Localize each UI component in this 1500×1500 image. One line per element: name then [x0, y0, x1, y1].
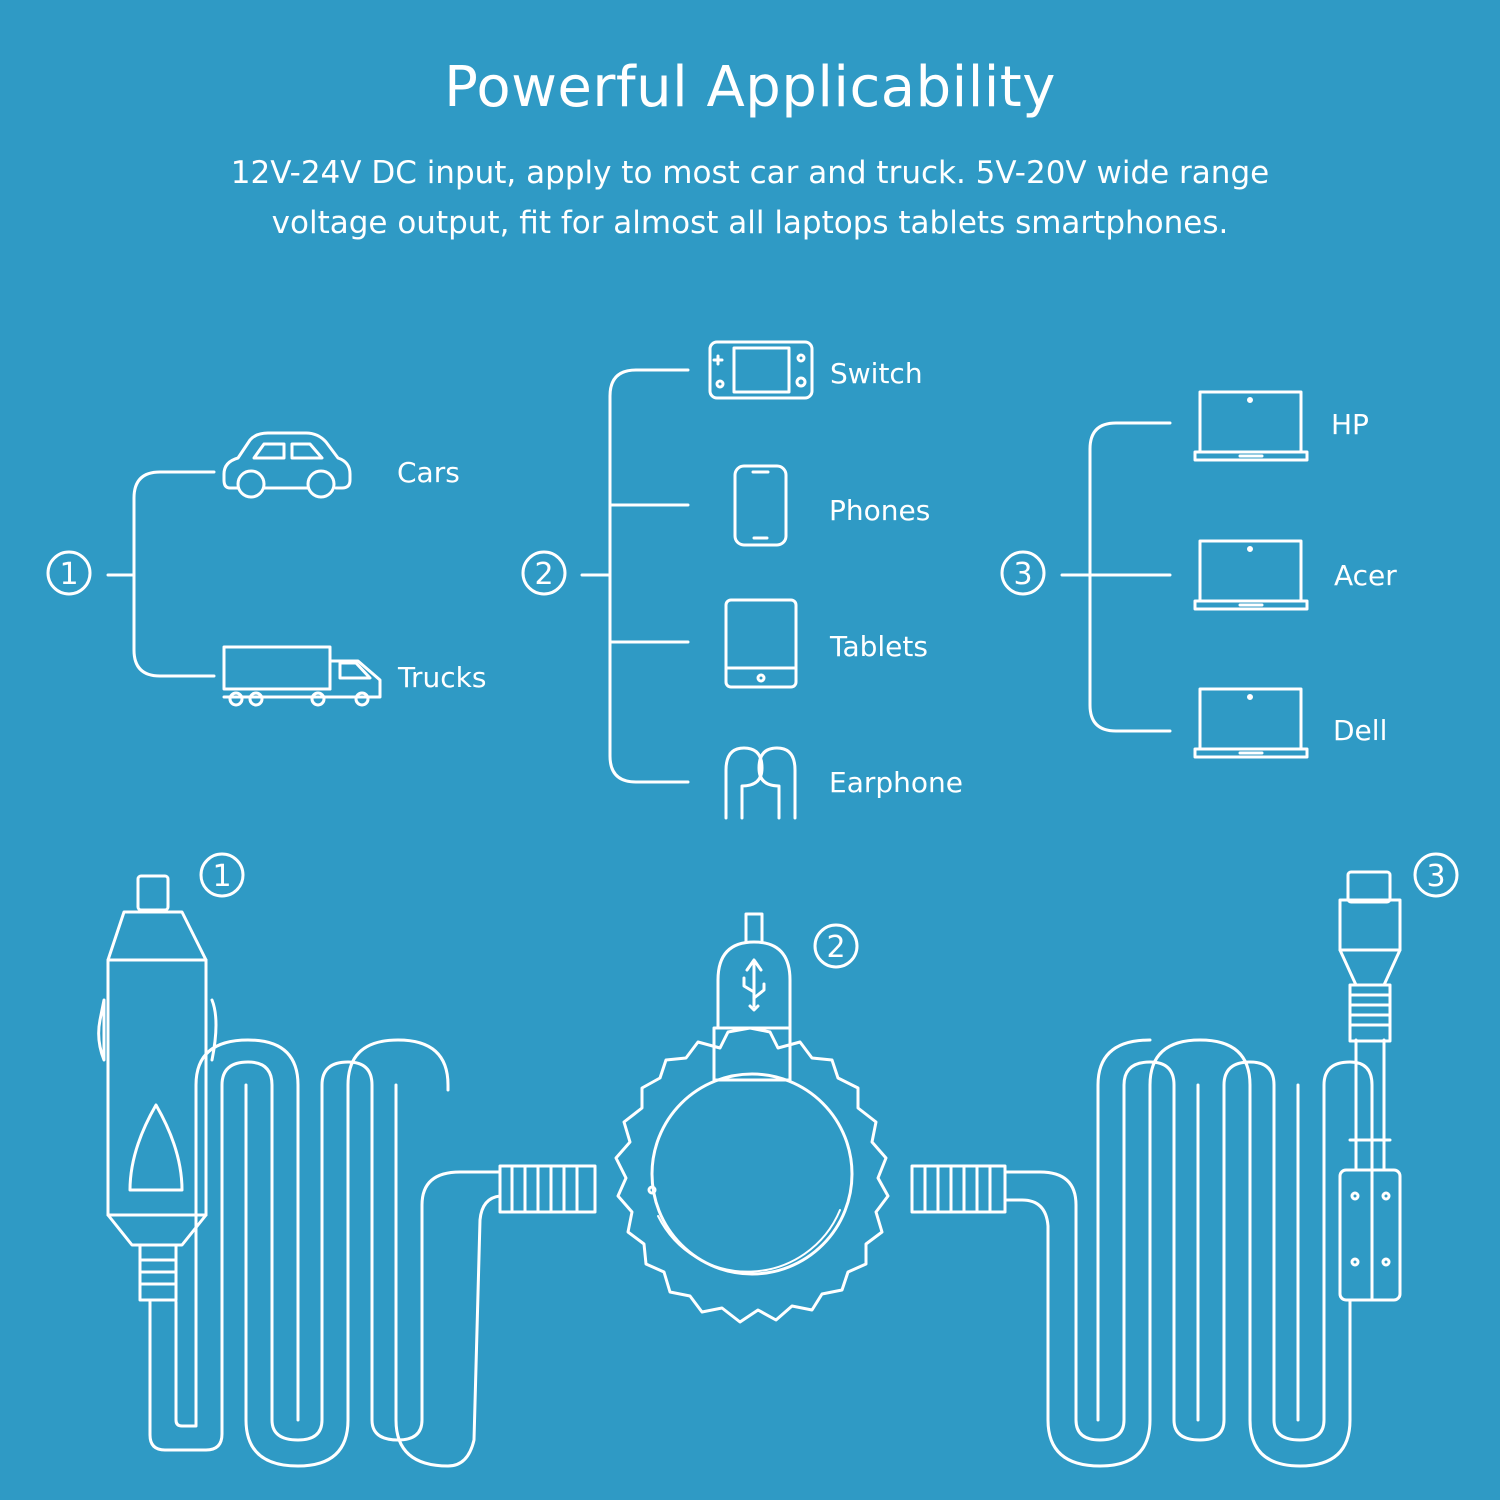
svg-text:1: 1	[59, 557, 78, 592]
dc-plug-icon	[1338, 870, 1402, 1302]
strain-relief-right	[910, 1164, 1007, 1214]
coiled-cable-right	[1003, 1060, 1374, 1442]
item-label-cars: Cars	[397, 456, 460, 489]
cigarette-lighter-plug-icon	[97, 874, 218, 1302]
item-label-acer: Acer	[1334, 559, 1397, 592]
game-console-icon	[708, 340, 814, 400]
svg-text:3: 3	[1013, 557, 1032, 592]
strain-relief-left	[498, 1164, 597, 1214]
car-icon	[222, 431, 352, 499]
svg-text:3: 3	[1426, 859, 1445, 894]
item-label-trucks: Trucks	[397, 661, 486, 694]
item-label-phones: Phones	[829, 494, 930, 527]
group-3-tree: 3 HP Acer	[1000, 390, 1397, 759]
subtitle-line-2: voltage output, fit for almost all lapto…	[271, 205, 1229, 241]
laptop-icon	[1193, 687, 1309, 759]
phone-icon	[733, 464, 788, 547]
truck-icon	[222, 645, 382, 707]
item-label-hp: HP	[1331, 408, 1369, 441]
tablet-icon	[724, 598, 798, 689]
item-label-switch: Switch	[830, 357, 923, 390]
coiled-cable-left	[148, 1060, 502, 1452]
marker-1-top: 1	[46, 550, 92, 596]
svg-text:2: 2	[534, 557, 553, 592]
marker-2-top: 2	[521, 550, 567, 596]
svg-text:2: 2	[826, 930, 845, 965]
laptop-icon	[1193, 390, 1309, 462]
marker-1-bottom: 1	[199, 852, 245, 898]
svg-text:1: 1	[212, 859, 231, 894]
marker-3-top: 3	[1000, 550, 1046, 596]
usb-port-icon	[716, 912, 792, 1030]
bracket-line	[132, 470, 216, 678]
earbuds-icon	[724, 746, 797, 820]
group-2-tree: 2 Switch Phones	[521, 340, 963, 820]
bracket-line	[608, 368, 690, 784]
item-label-tablets: Tablets	[829, 630, 928, 663]
marker-2-bottom: 2	[813, 923, 859, 969]
item-label-dell: Dell	[1333, 714, 1387, 747]
subtitle-line-1: 12V-24V DC input, apply to most car and …	[230, 155, 1270, 191]
page-title: Powerful Applicability	[444, 55, 1056, 120]
usb-hub-icon	[614, 1026, 890, 1324]
group-1-tree: 1 Cars Truc	[46, 431, 486, 707]
car-charger-cable-illustration: 1	[97, 852, 1459, 1468]
laptop-icon	[1193, 539, 1309, 611]
item-label-earphone: Earphone	[829, 766, 963, 799]
marker-3-bottom: 3	[1413, 852, 1459, 898]
bracket-line	[1088, 421, 1172, 733]
